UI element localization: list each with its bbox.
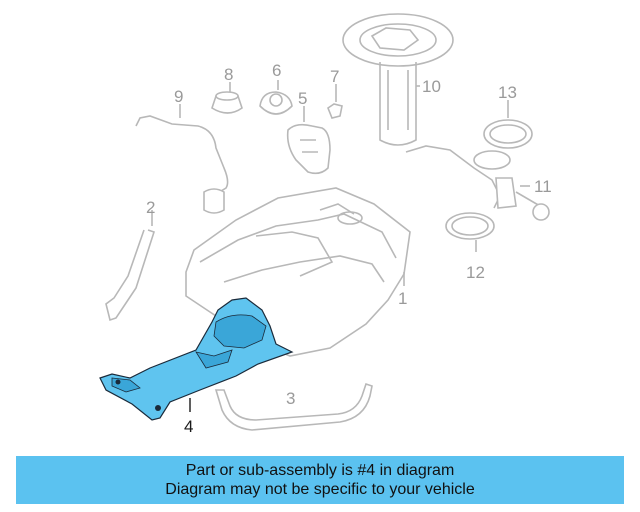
callout-10: 10 <box>422 77 441 96</box>
callout-1: 1 <box>398 289 407 308</box>
callout-3: 3 <box>286 389 295 408</box>
callout-9: 9 <box>174 87 183 106</box>
callout-2: 2 <box>146 198 155 217</box>
callout-13: 13 <box>498 83 517 102</box>
seal-ring <box>445 212 495 252</box>
tank-strap-lower <box>214 382 373 431</box>
fuel-pump-assembly <box>342 13 454 146</box>
info-banner: Part or sub-assembly is #4 in diagram Di… <box>16 456 624 504</box>
filler-neck <box>286 106 331 175</box>
clip <box>327 84 343 119</box>
callout-4: 4 <box>184 417 193 436</box>
fuel-sender <box>405 145 550 221</box>
callout-11: 11 <box>534 177 552 196</box>
banner-line-2: Diagram may not be specific to your vehi… <box>165 481 475 498</box>
check-valve <box>259 80 293 115</box>
callout-6: 6 <box>272 61 281 80</box>
vent-cap <box>211 82 243 114</box>
parts-diagram: 1 2 3 4 5 6 7 8 9 10 11 12 13 <box>99 13 552 436</box>
callout-5: 5 <box>298 89 307 108</box>
tank-shield-highlighted <box>99 297 294 421</box>
callout-8: 8 <box>224 65 233 84</box>
banner-line-1: Part or sub-assembly is #4 in diagram <box>185 462 455 479</box>
callout-7: 7 <box>330 67 339 86</box>
vent-hose <box>135 104 229 214</box>
callout-12: 12 <box>466 263 485 282</box>
lock-ring <box>483 100 533 149</box>
tank-strap-left <box>105 210 156 322</box>
